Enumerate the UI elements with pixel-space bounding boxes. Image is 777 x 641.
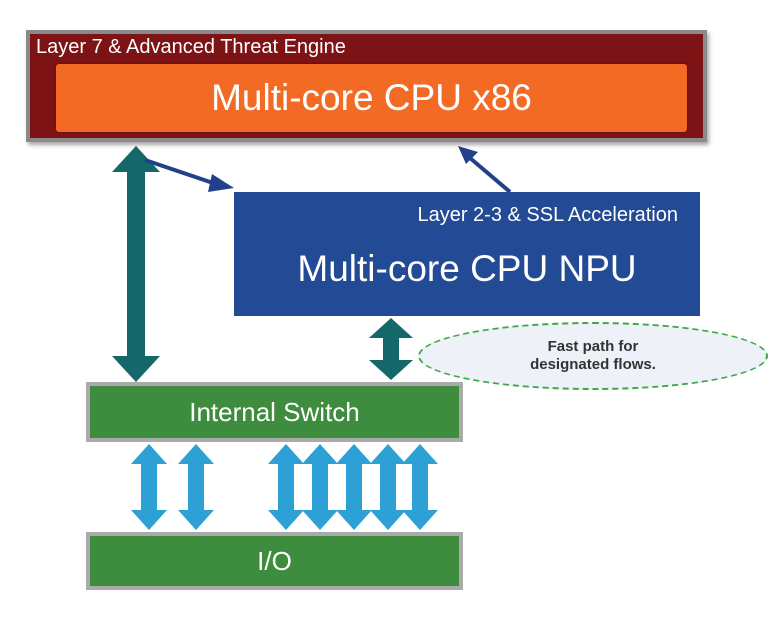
io-lane-arrow xyxy=(131,444,167,530)
fast-path-line-1: Fast path for xyxy=(547,338,639,355)
npu-to-x86-arrow xyxy=(458,146,512,194)
npu-cpu-label: Multi-core CPU NPU xyxy=(297,248,637,289)
io-lane-arrows xyxy=(131,444,438,530)
io-lane-arrow xyxy=(402,444,438,530)
fast-path-callout: Fast path for designated flows. xyxy=(418,322,768,390)
io-box: I/O xyxy=(86,532,463,590)
layer7-threat-engine-box: Layer 7 & Advanced Threat Engine Multi-c… xyxy=(26,30,707,142)
to-npu-arrow xyxy=(144,158,234,192)
x86-cpu-box: Multi-core CPU x86 xyxy=(56,64,687,132)
x86-switch-arrow xyxy=(112,146,160,382)
npu-box-title: Layer 2-3 & SSL Acceleration xyxy=(417,204,678,226)
npu-acceleration-box: Layer 2-3 & SSL Acceleration Multi-core … xyxy=(234,192,700,316)
fast-path-line-2: designated flows. xyxy=(530,356,656,373)
internal-switch-box: Internal Switch xyxy=(86,382,463,442)
npu-switch-arrow xyxy=(369,318,413,380)
io-lane-arrow xyxy=(370,444,406,530)
io-lane-arrow xyxy=(268,444,304,530)
io-lane-arrow xyxy=(336,444,372,530)
layer7-engine-title: Layer 7 & Advanced Threat Engine xyxy=(36,36,346,58)
io-lane-arrow xyxy=(302,444,338,530)
io-lane-arrow xyxy=(178,444,214,530)
